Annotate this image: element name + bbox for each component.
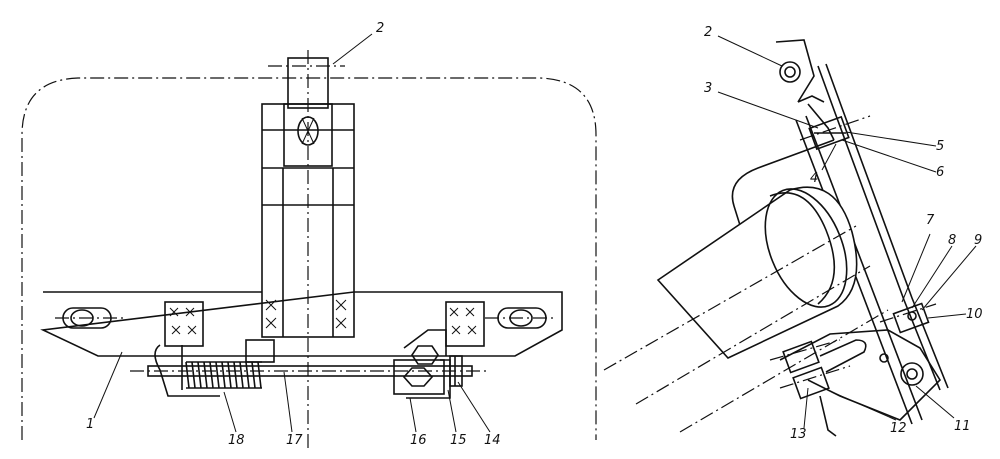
front-label-16: 16: [410, 433, 427, 448]
front-label-18: 18: [228, 433, 245, 448]
side-label-2: 2: [704, 25, 712, 40]
side-label-7: 7: [926, 213, 935, 228]
side-label-12: 12: [890, 421, 907, 436]
weld-marks-post: [265, 299, 347, 329]
base-plate: [40, 291, 563, 357]
side-label-6: 6: [936, 165, 944, 180]
pivot-clip: [245, 339, 275, 363]
front-label-14: 14: [484, 433, 501, 448]
side-label-3: 3: [704, 81, 712, 96]
side-label-4: 4: [810, 171, 818, 186]
top-hook: [775, 39, 825, 103]
side-label-9: 9: [974, 233, 982, 248]
housing: [731, 139, 835, 271]
front-label-15: 15: [450, 433, 467, 448]
spring: [154, 344, 262, 397]
bottom-bracket: [769, 329, 942, 437]
side-label-10: 10: [966, 307, 983, 322]
side-view: 2 3 4 5 6 7 8 9 10 11 12 13: [603, 25, 983, 442]
slotted-hole-right: [485, 307, 555, 329]
front-leaders: [93, 33, 491, 433]
lamp-body: [603, 186, 889, 433]
upper-bolt: [799, 115, 871, 151]
mounting-outline: [21, 77, 597, 440]
side-label-13: 13: [790, 427, 807, 442]
side-label-8: 8: [948, 233, 956, 248]
slotted-hole-left: [55, 307, 125, 329]
front-label-2: 2: [376, 21, 384, 36]
front-view: 1 2 14 15 16 17 18: [21, 21, 597, 452]
side-label-11: 11: [954, 419, 971, 434]
front-label-1: 1: [86, 417, 94, 432]
weld-block-right: [445, 301, 485, 347]
side-leaders: [717, 35, 977, 429]
side-label-5: 5: [936, 139, 944, 154]
front-label-17: 17: [286, 433, 303, 448]
bolt-bracket: [393, 329, 463, 399]
lower-bolt: [879, 302, 937, 334]
weld-block-left: [164, 301, 204, 347]
